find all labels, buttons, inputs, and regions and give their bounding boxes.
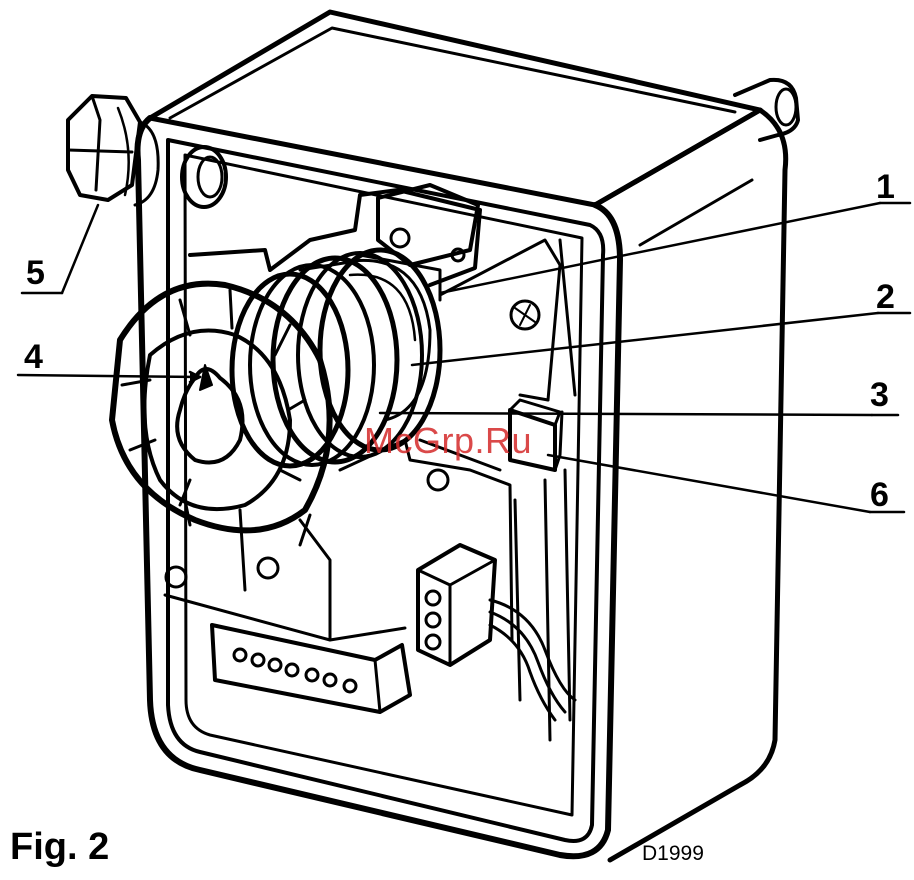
callout-5: 5 (26, 256, 45, 290)
callout-6: 6 (870, 478, 889, 512)
callout-1: 1 (876, 170, 895, 204)
callout-4: 4 (24, 340, 43, 374)
callout-3: 3 (870, 378, 889, 412)
callout-2: 2 (876, 280, 895, 314)
watermark: McGrp.Ru (364, 420, 532, 462)
lower-assembly (165, 440, 570, 740)
mounting-hole-top (182, 147, 226, 207)
cable-gland (68, 96, 158, 205)
figure-caption: Fig. 2 (10, 826, 109, 869)
wire-connector (418, 545, 575, 720)
drawing-code: D1999 (642, 842, 704, 866)
terminal-strip (212, 625, 410, 712)
